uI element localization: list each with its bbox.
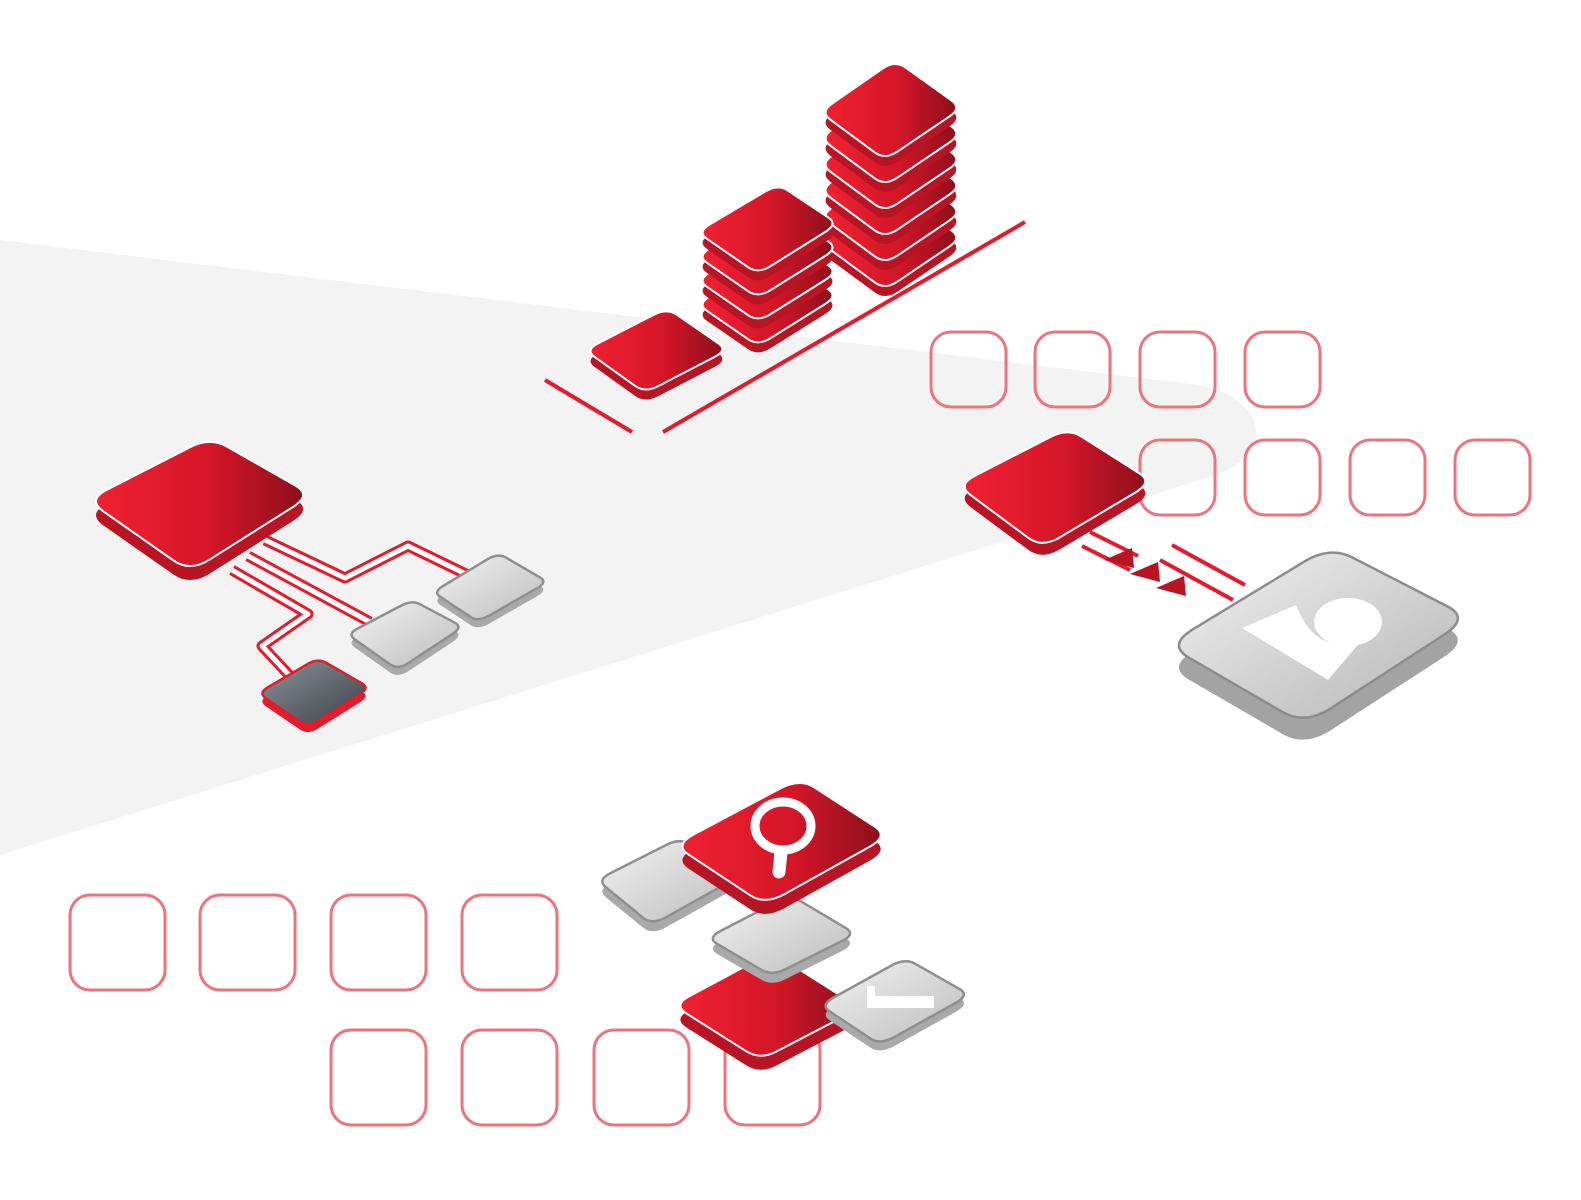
user-transfer-icon xyxy=(963,431,1460,740)
user-icon xyxy=(1242,598,1382,680)
layer-gray-middle xyxy=(711,897,852,983)
hierarchy-tree-icon xyxy=(95,440,545,733)
hierarchy-child-tile-1 xyxy=(436,554,545,628)
stack-single xyxy=(589,310,724,400)
outline-squares-top-right xyxy=(929,330,1532,517)
source-tile xyxy=(963,431,1147,555)
hierarchy-connectors xyxy=(229,535,473,680)
outline-squares-bottom-left xyxy=(68,893,822,1127)
hierarchy-child-tile-2 xyxy=(350,601,460,675)
layer-red-bottom xyxy=(679,955,854,1070)
stack-tall xyxy=(824,63,958,297)
search-layers-icon xyxy=(601,782,966,1070)
chart-baseline-right xyxy=(661,220,1027,434)
chart-baseline-left xyxy=(543,378,634,434)
hierarchy-child-tile-3 xyxy=(261,659,367,733)
side-tile-mark xyxy=(867,986,934,1008)
transfer-arrows xyxy=(1104,548,1186,596)
hierarchy-root-tile xyxy=(95,440,305,581)
bar-chart-stack-icon xyxy=(543,63,1027,434)
magnifier-icon xyxy=(750,797,816,879)
stack-medium xyxy=(701,186,834,353)
